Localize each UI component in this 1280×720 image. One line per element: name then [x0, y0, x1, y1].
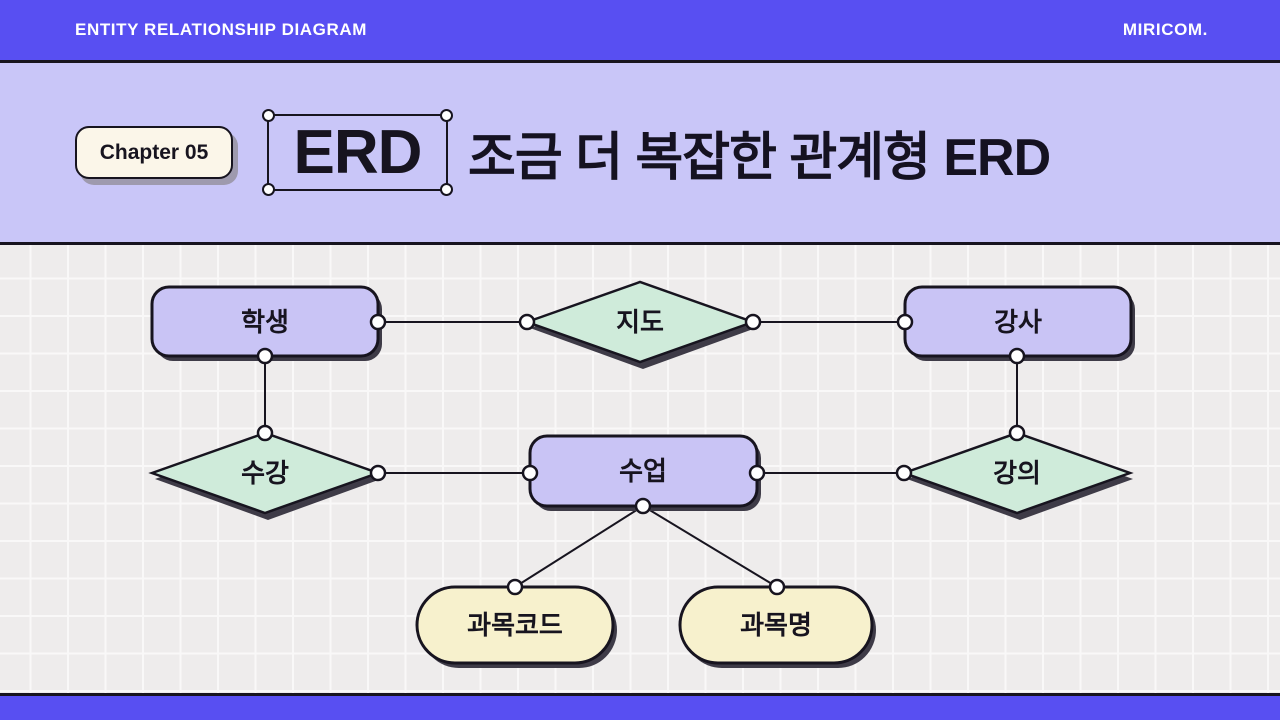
page-title: 조금 더 복잡한 관계형 ERD [468, 129, 1051, 187]
attribute-subject-name: 과목명 [678, 585, 876, 668]
erd-selection-box: ERD [262, 109, 453, 196]
title-highlight-erd: ERD [293, 117, 423, 187]
selection-handle-top-right [440, 109, 453, 122]
connection-dot [748, 464, 766, 482]
erd-diagram-canvas: 학생 강사 지도 수강 강의 수업 [0, 245, 1280, 693]
connection-points [256, 313, 1026, 596]
connector-lines [264, 321, 1018, 588]
connection-dot [1008, 424, 1026, 442]
attribute-subject-code-label: 과목코드 [467, 610, 563, 640]
connection-dot [896, 313, 914, 331]
relationship-enroll: 수강 [148, 431, 382, 520]
connection-dot [1008, 347, 1026, 365]
top-bar-title: ENTITY RELATIONSHIP DIAGRAM [75, 20, 367, 39]
relationship-lecture: 강의 [900, 431, 1134, 520]
connection-dot [634, 497, 652, 515]
entity-instructor: 강사 [903, 285, 1135, 361]
connection-dot [518, 313, 536, 331]
edge-class-subject-code [514, 505, 644, 588]
connection-dot [256, 347, 274, 365]
connection-dot [744, 313, 762, 331]
entity-class-label: 수업 [619, 456, 667, 486]
selection-handle-bottom-left [262, 183, 275, 196]
chapter-badge-label: Chapter 05 [99, 140, 209, 164]
bottom-bar [0, 693, 1280, 720]
connection-dot [369, 464, 387, 482]
slide-header: Chapter 05 ERD 조금 더 복잡한 관계형 ERD [0, 63, 1280, 245]
brand-logo-text: MIRICOM. [1122, 20, 1208, 39]
relationship-enroll-label: 수강 [241, 458, 289, 488]
chapter-badge: Chapter 05 [75, 126, 233, 179]
attribute-subject-code: 과목코드 [415, 585, 617, 668]
connection-dot [895, 464, 913, 482]
connection-dot [256, 424, 274, 442]
connection-dot [768, 578, 786, 596]
connection-dot [521, 464, 539, 482]
attribute-subject-name-label: 과목명 [740, 610, 812, 640]
relationship-lecture-label: 강의 [993, 458, 1041, 488]
entity-instructor-label: 강사 [994, 307, 1042, 337]
erd-diagram-svg: 학생 강사 지도 수강 강의 수업 [148, 280, 1135, 668]
relationship-advise-label: 지도 [616, 307, 664, 337]
selection-handle-top-left [262, 109, 275, 122]
top-bar: ENTITY RELATIONSHIP DIAGRAM MIRICOM. [0, 0, 1280, 63]
selection-handle-bottom-right [440, 183, 453, 196]
edge-class-subject-name [642, 505, 778, 588]
connection-dot [369, 313, 387, 331]
connection-dot [506, 578, 524, 596]
relationship-advise: 지도 [523, 280, 757, 369]
entity-student-label: 학생 [241, 307, 289, 337]
